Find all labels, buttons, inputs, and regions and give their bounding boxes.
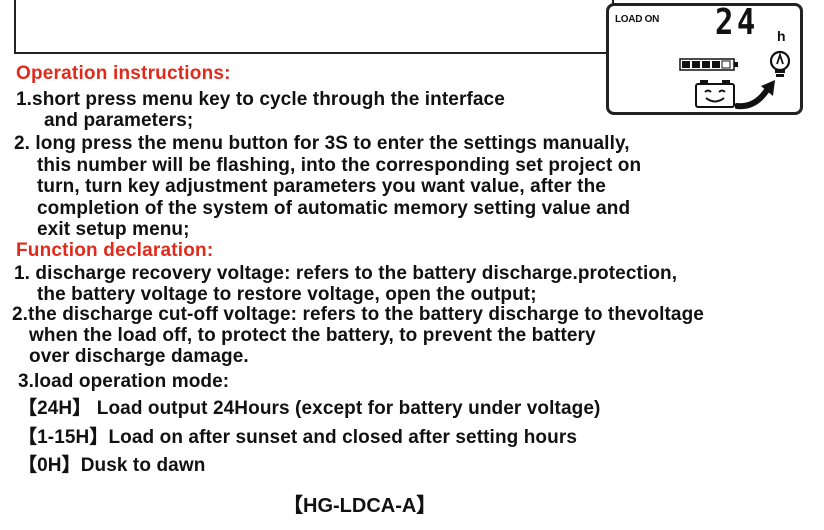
operation-line: 2. long press the menu button for 3S to …	[14, 133, 630, 154]
mode-1-15h-line: 【1-15H】Load on after sunset and closed a…	[18, 427, 578, 448]
light-bulb-icon	[769, 50, 791, 77]
model-number: 【HG-LDCA-A】	[283, 495, 437, 517]
operation-line: exit setup menu;	[37, 219, 190, 240]
mode-0h-line: 【0H】Dusk to dawn	[18, 455, 206, 476]
lcd-display: LOAD ON 24 h	[606, 2, 803, 115]
top-frame	[14, 0, 614, 54]
lcd-load-on-label: LOAD ON	[615, 14, 660, 25]
function-line: when the load off, to protect the batter…	[29, 325, 596, 346]
operation-line: and parameters;	[44, 110, 194, 131]
function-heading: Function declaration:	[16, 240, 214, 261]
operation-heading: Operation instructions:	[16, 63, 231, 84]
function-line: 2.the discharge cut-off voltage: refers …	[12, 304, 704, 325]
function-line: 1. discharge recovery voltage: refers to…	[14, 263, 678, 284]
operation-line: turn, turn key adjustment parameters you…	[37, 176, 606, 197]
function-line: the battery voltage to restore voltage, …	[37, 284, 537, 305]
battery-level-icon	[679, 58, 738, 71]
mode-24h-line: 【24H】 Load output 24Hours (except for ba…	[18, 398, 601, 419]
curved-arrow-icon	[735, 80, 775, 110]
smiley-battery-icon	[695, 80, 735, 108]
lcd-hours-unit: h	[777, 28, 786, 44]
operation-line: completion of the system of automatic me…	[37, 198, 631, 219]
function-line: 3.load operation mode:	[18, 371, 230, 392]
operation-line: this number will be flashing, into the c…	[37, 155, 642, 176]
operation-line: 1.short press menu key to cycle through …	[16, 89, 505, 110]
function-line: over discharge damage.	[29, 346, 249, 367]
lcd-hours-value: 24	[715, 2, 759, 43]
